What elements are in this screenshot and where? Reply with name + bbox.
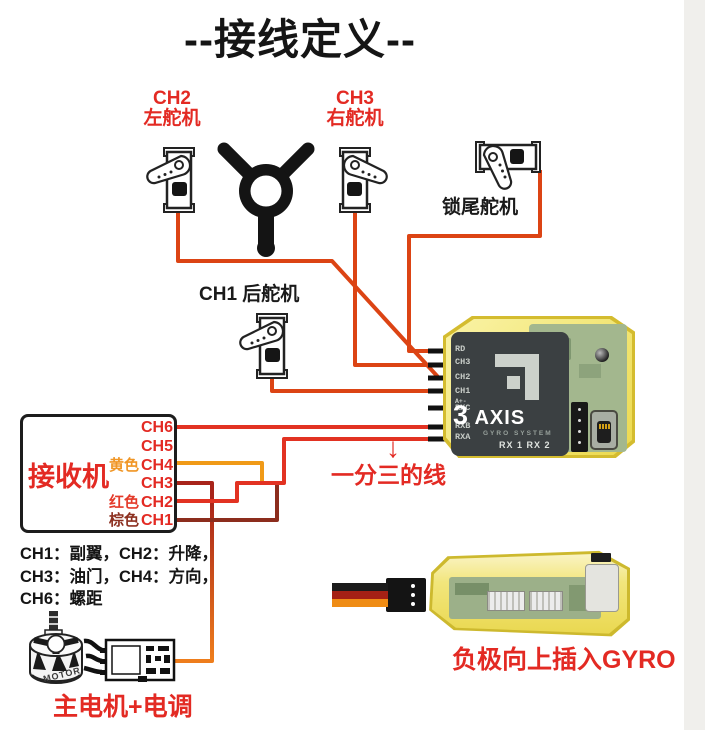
label-left-servo-channel: CH2 [152,88,191,109]
motor-wires [83,638,103,675]
page-title: --接线定义-- [184,16,416,63]
label-left-servo-name: 左舵机 [143,108,201,129]
label-right-servo: CH3 右舵机 [313,89,397,129]
gyro-pin-ch3: CH3 [455,357,471,367]
servo-rear-ch1 [239,312,289,380]
gyro-logo [495,354,539,400]
gyro-model: 3 AXIS [453,400,525,431]
channel-definitions: CH1：副翼，CH2：升降， CH3：油门，CH4：方向， CH6：螺距 [20,543,260,611]
channel-def-line2: CH3：油门，CH4：方向， [20,567,219,586]
gyro-unit-top: RD CH3 CH2 CH1 A+- RXC RXB RXA 3 AXIS GY… [443,316,635,458]
servo-plug [386,578,426,612]
gyro-model-word: AXIS [474,407,526,429]
wire-throttle-ch3-to-esc [174,481,214,663]
gyro-connector-block [571,402,588,452]
wire-color-yellow-label: 黄色 [108,457,139,474]
gyro-pin-stubs [428,348,446,442]
gyro-side-switch [591,553,611,562]
gyro-pin-ch1: CH1 [455,386,471,396]
wire-color-brown-label: 棕色 [108,512,139,529]
gyro-pin-ch2: CH2 [455,372,471,382]
gyro-screw-hole [595,348,609,362]
gyro-pin-rxc: RXC [455,403,471,413]
gyro-usb-port [590,410,618,450]
insert-instruction: 负极向上插入GYRO [452,646,676,674]
gyro-unit-side [425,550,630,640]
gyro-pin-rxb: RXB [455,421,471,431]
receiver-ch4: CH4 [141,457,174,474]
gyro-pin-rd: RD [455,344,466,354]
servo-right-ch3 [338,146,388,214]
gyro-pin-a: A+- [455,398,467,405]
label-left-servo: CH2 左舵机 [130,89,214,129]
label-tail-servo: 锁尾舵机 [442,197,519,218]
receiver-ch6: CH6 [141,419,174,436]
wire-ch4-yellow [176,461,264,483]
receiver-ch1: CH1 [141,512,174,529]
swashplate [217,142,315,257]
splitter-arrow-icon: ↓ [386,432,400,463]
wire-color-red-label: 红色 [108,494,139,511]
wire-ch1-brown [176,481,279,522]
label-rear-servo: CH1 后舵机 [199,284,300,305]
gyro-rx-ports: RX 1 RX 2 [499,440,551,450]
motor: MOTOR [29,611,83,684]
label-right-servo-name: 右舵机 [326,108,384,129]
splitter-label: 一分三的线 [331,462,446,488]
plug-wire-red [332,591,388,599]
plug-wire-orange [332,599,388,607]
channel-def-line3: CH6：螺距 [20,590,103,608]
plug-wire-black [332,583,388,591]
wire-ch2-to-rxa [176,437,436,503]
servo-tail [474,140,542,190]
wire-rear-servo [270,375,437,393]
receiver-ch5: CH5 [141,438,174,455]
servo-left-ch2 [146,146,196,214]
wire-left-servo [176,210,440,379]
channel-def-line1: CH1：副翼，CH2：升降， [20,545,219,563]
gyro-side-pcb [449,577,601,619]
wire-tail-servo [407,170,542,353]
receiver-title: 接收机 [28,462,109,492]
receiver-box: 接收机 CH6 CH5 CH4 CH3 CH2 CH1 黄色 红色 棕色 [20,414,177,533]
gyro-label-panel [451,332,569,456]
receiver-ch3: CH3 [141,475,174,492]
gyro-side-module [585,564,619,612]
receiver-ch2: CH2 [141,494,174,511]
gyro-side-connector-2 [529,591,563,611]
gyro-pin-rxa: RXA [455,432,471,442]
esc [100,638,176,682]
motor-esc-label: 主电机+电调 [53,693,193,721]
gyro-side-connector-1 [487,591,525,611]
label-right-servo-channel: CH3 [335,88,374,109]
gyro-model-number: 3 [453,400,470,430]
page-edge-strip [684,0,705,730]
gyro-subtitle: GYRO SYSTEM [483,430,553,437]
wire-right-servo [353,210,437,367]
